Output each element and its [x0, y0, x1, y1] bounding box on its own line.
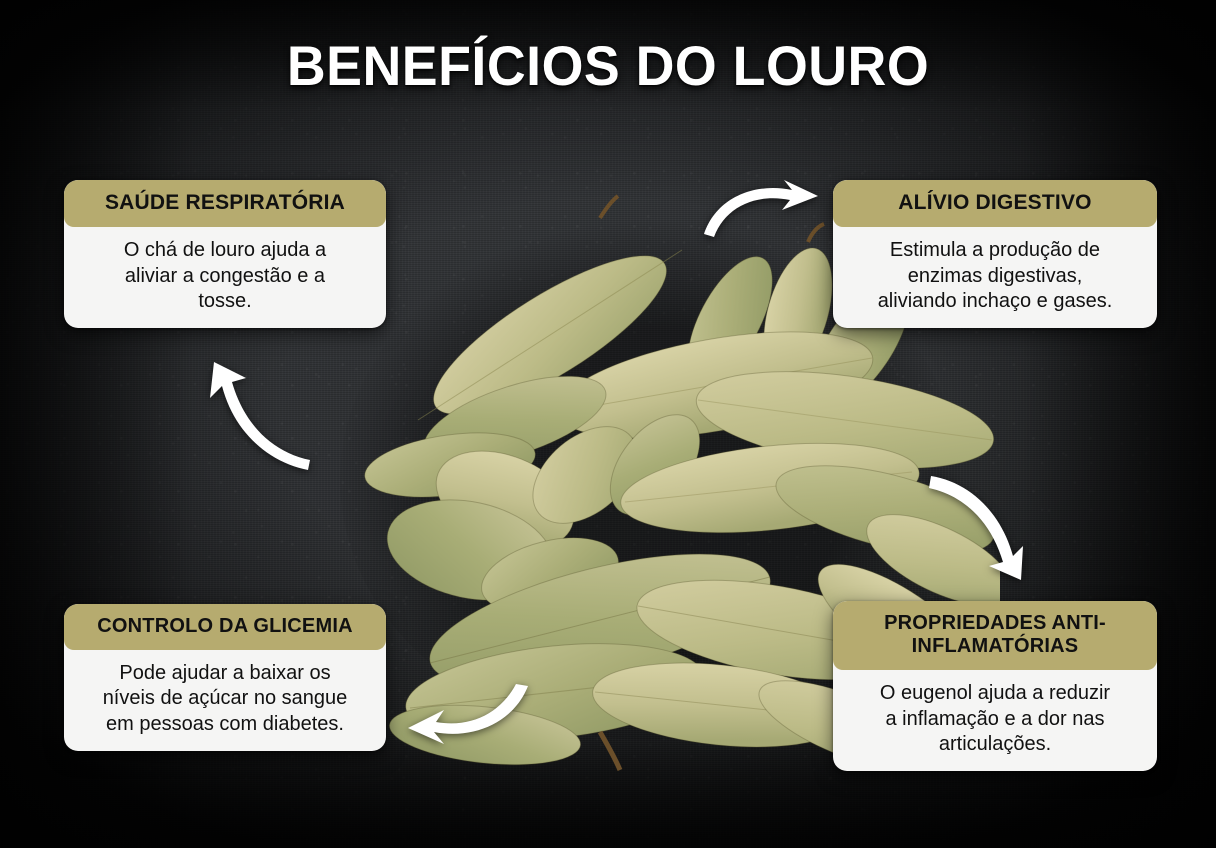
curved-arrow-down-right-icon: [925, 462, 1041, 584]
card-heading: SAÚDE RESPIRATÓRIA: [64, 180, 386, 228]
benefit-card-alivio-digestivo[interactable]: ALÍVIO DIGESTIVO Estimula a produção de …: [833, 180, 1157, 328]
curved-arrow-right-icon: [698, 168, 826, 242]
card-heading: CONTROLO DA GLICEMIA: [64, 604, 386, 651]
card-body-text: Estimula a produção de enzimas digestiva…: [877, 239, 1113, 312]
card-body-text: Pode ajudar a baixar os níveis de açúcar…: [102, 662, 348, 735]
benefit-card-propriedades-anti-inflamatorias[interactable]: PROPRIEDADES ANTI-INFLAMATÓRIAS O eugeno…: [833, 601, 1157, 771]
curved-arrow-up-left-icon: [192, 352, 314, 476]
card-body-text: O chá de louro ajuda a aliviar a congest…: [123, 239, 327, 312]
card-body-text: O eugenol ajuda a reduzir a inflamação e…: [879, 682, 1111, 755]
benefit-card-saude-respiratoria[interactable]: SAÚDE RESPIRATÓRIA O chá de louro ajuda …: [64, 180, 386, 328]
card-heading: ALÍVIO DIGESTIVO: [833, 180, 1157, 228]
bay-leaves-photo: [300, 120, 1000, 780]
card-heading: PROPRIEDADES ANTI-INFLAMATÓRIAS: [833, 601, 1157, 671]
page-title: BENEFÍCIOS DO LOURO: [286, 34, 930, 97]
benefit-card-controlo-da-glicemia[interactable]: CONTROLO DA GLICEMIA Pode ajudar a baixa…: [64, 604, 386, 751]
curved-arrow-left-icon: [398, 682, 534, 760]
